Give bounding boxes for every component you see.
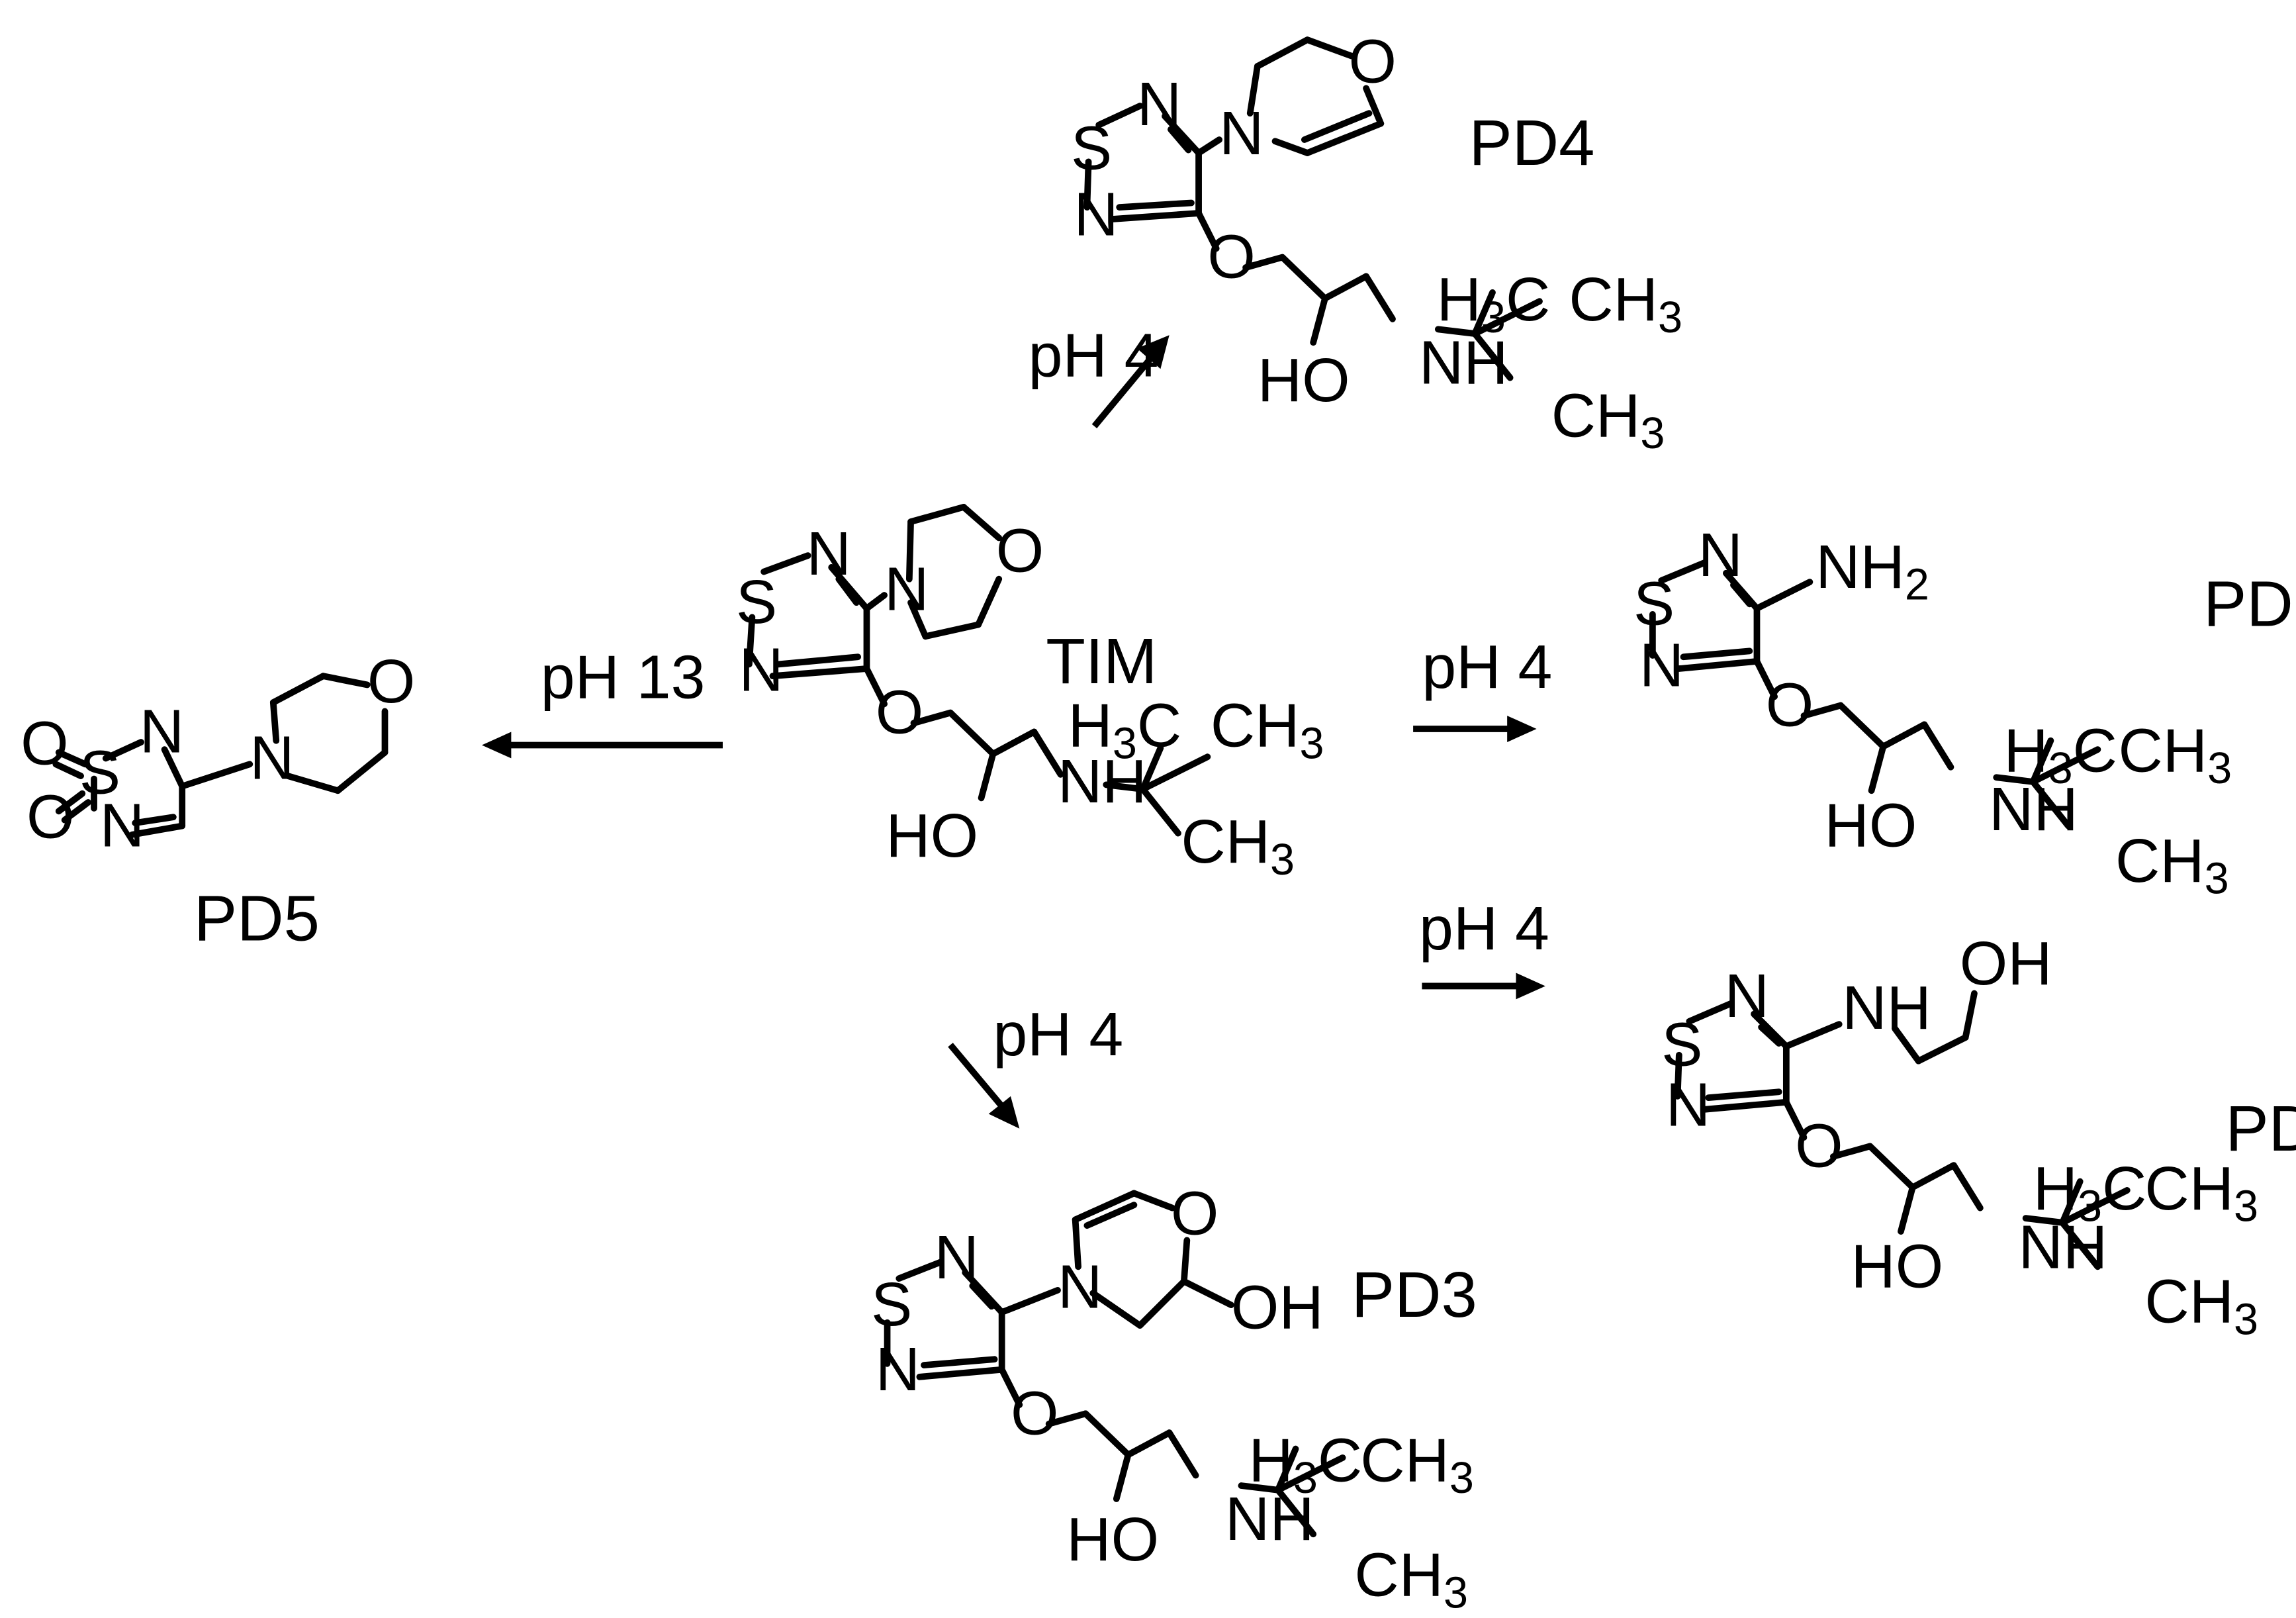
pd4-methyl-ch3-bottom-label: CH3 (1551, 381, 1665, 458)
pd2-n1-atom: N (1725, 961, 1769, 1030)
pd2-methyl-ch3-label: CH3 (2144, 1154, 2258, 1231)
pd1-ether-o-atom: O (1766, 671, 1814, 739)
pd2-s-atom: S (1661, 1010, 1702, 1078)
tim-ether-o-atom: O (876, 678, 924, 747)
tim-compound-label: TIM (1046, 625, 1157, 697)
arrow-to-pd1 (1413, 716, 1537, 743)
pd3-s-atom: S (871, 1270, 912, 1339)
pd1-compound-label: PD1 (2203, 568, 2296, 640)
tim-s-atom: S (736, 567, 777, 636)
pd2-hydroxyl-label: HO (1851, 1231, 1944, 1300)
pd1-methyl-ch3-bottom-label: CH3 (2115, 826, 2229, 904)
pd4-bonds (1083, 36, 1385, 222)
tim-side-chain: O HO NH H3C CH3 CH3 (866, 669, 1324, 884)
pd4-s-atom: S (1071, 113, 1112, 182)
tim-methyl-ch3-label: CH3 (1211, 691, 1324, 769)
pd3-ether-o-atom: O (1011, 1378, 1059, 1447)
pd1-amine-nh2-label: NH2 (1815, 532, 1929, 610)
tim-morpholine-n-atom: N (884, 554, 929, 623)
pd4-n1-atom: N (1137, 70, 1181, 138)
pd1-bonds (1649, 559, 1814, 672)
pd4-methyl-ch3-label: CH3 (1569, 265, 1682, 342)
pd5-n1-atom: N (140, 697, 184, 766)
pd5-n2-atom: N (100, 791, 144, 860)
pd2-amine-nh-label: NH (2019, 1213, 2108, 1282)
arrow-to-pd2 (1422, 973, 1545, 1000)
compound-pd1: S N N NH2 O HO NH H3C CH3 CH3 PD1 (1633, 520, 2296, 903)
compound-pd2: S N N NH OH O HO NH H3C CH3 CH3 PD2 (1661, 929, 2296, 1344)
pd1-s-atom: S (1633, 569, 1675, 638)
pd2-condition-label: pH 4 (1419, 894, 1549, 963)
pd4-amine-nh-label: NH (1419, 328, 1508, 397)
tim-methyl-ch3-bottom-label: CH3 (1181, 807, 1295, 884)
pd5-morpholine-n-atom: N (250, 724, 294, 792)
pd4-side-chain: O HO NH H3C CH3 CH3 (1199, 213, 1682, 458)
pd2-ether-o-atom: O (1795, 1111, 1843, 1180)
pd4-morpholine-o-atom: O (1348, 26, 1397, 95)
pd4-n2-atom: N (1074, 179, 1118, 248)
pd4-condition-label: pH 4 (1029, 320, 1159, 389)
pd1-n1-atom: N (1698, 520, 1743, 589)
compound-pd3: S N N N O OH O HO NH H3C CH3 CH3 PD3 (871, 1179, 1477, 1618)
pd2-bonds (1674, 990, 1978, 1113)
tim-bonds (746, 504, 1003, 680)
arrow-to-pd4 (1091, 335, 1170, 428)
pd1-amine-nh-label: NH (1989, 775, 2078, 843)
pd3-oxazine-o-atom: O (1171, 1179, 1219, 1248)
pd1-side-chain: O HO NH H3C CH3 CH3 (1757, 661, 2232, 904)
pd5-morpholine-o-atom: O (367, 647, 416, 716)
pd4-hydroxyl-label: HO (1258, 346, 1350, 414)
pd2-compound-label: PD2 (2225, 1092, 2296, 1165)
compound-tim: S N N N O O HO NH H3C CH3 CH3 TIM (736, 504, 1324, 884)
pd3-methyl-ch3-bottom-label: CH3 (1354, 1541, 1468, 1618)
pd2-ethanol-oh-label: OH (1960, 929, 2052, 998)
pd3-compound-label: PD3 (1352, 1259, 1477, 1331)
pd1-condition-label: pH 4 (1422, 632, 1552, 701)
pd3-side-chain: O HO NH H3C CH3 CH3 (1002, 1370, 1474, 1618)
pd3-methyl-ch3-label: CH3 (1360, 1425, 1474, 1503)
pd3-bonds (884, 1190, 1234, 1380)
tim-n2-atom: N (739, 635, 783, 704)
pd3-methyl-h3c-label: H3C (1249, 1425, 1363, 1503)
pd2-methyl-ch3-bottom-label: CH3 (2144, 1267, 2258, 1345)
pd4-ether-o-atom: O (1207, 222, 1256, 291)
pd4-methyl-h3c-label: H3C (1437, 265, 1551, 342)
arrow-to-pd5 (481, 732, 723, 759)
pd3-oxazine-n-atom: N (1058, 1253, 1102, 1321)
pd3-n1-atom: N (935, 1223, 979, 1292)
pd1-n2-atom: N (1639, 631, 1684, 700)
pd5-bonds (52, 673, 389, 838)
pd1-hydroxyl-label: HO (1825, 791, 1917, 860)
pd1-methyl-ch3-label: CH3 (2118, 716, 2232, 793)
pd5-compound-label: PD5 (194, 882, 320, 955)
compound-pd5: S N N N O O O PD5 (21, 647, 415, 955)
tim-amine-nh-label: NH (1058, 747, 1147, 816)
pd5-sulfonyl-o2-atom: O (26, 782, 75, 851)
arrow-to-pd3 (948, 1043, 1020, 1129)
pd2-n2-atom: N (1666, 1070, 1710, 1139)
pd5-condition-label: pH 13 (541, 642, 706, 711)
pd2-methyl-h3c-label: H3C (2033, 1154, 2147, 1231)
pd5-sulfonyl-o1-atom: O (21, 708, 69, 777)
pd1-methyl-h3c-label: H3C (2003, 716, 2117, 793)
tim-methyl-h3c-label: H3C (1068, 691, 1182, 769)
compound-pd4: S N N N O O HO NH H3C CH3 CH3 PD4 (1071, 26, 1682, 458)
tim-hydroxyl-label: HO (886, 801, 978, 870)
pd3-ring-hydroxyl-label: OH (1231, 1273, 1324, 1342)
pd5-s-atom: S (79, 738, 120, 807)
pd4-morpholine-n-atom: N (1219, 99, 1263, 167)
pd2-amino-nh-label: NH (1842, 973, 1931, 1042)
pd3-condition-label: pH 4 (993, 1000, 1123, 1069)
pd3-hydroxyl-label: HO (1066, 1505, 1159, 1574)
pd2-side-chain: O HO NH H3C CH3 CH3 (1786, 1102, 2258, 1345)
pd3-amine-nh-label: NH (1225, 1484, 1314, 1553)
tim-n1-atom: N (806, 519, 850, 588)
tim-morpholine-o-atom: O (996, 516, 1044, 585)
pd3-n2-atom: N (876, 1335, 920, 1404)
pd4-compound-label: PD4 (1469, 107, 1594, 179)
